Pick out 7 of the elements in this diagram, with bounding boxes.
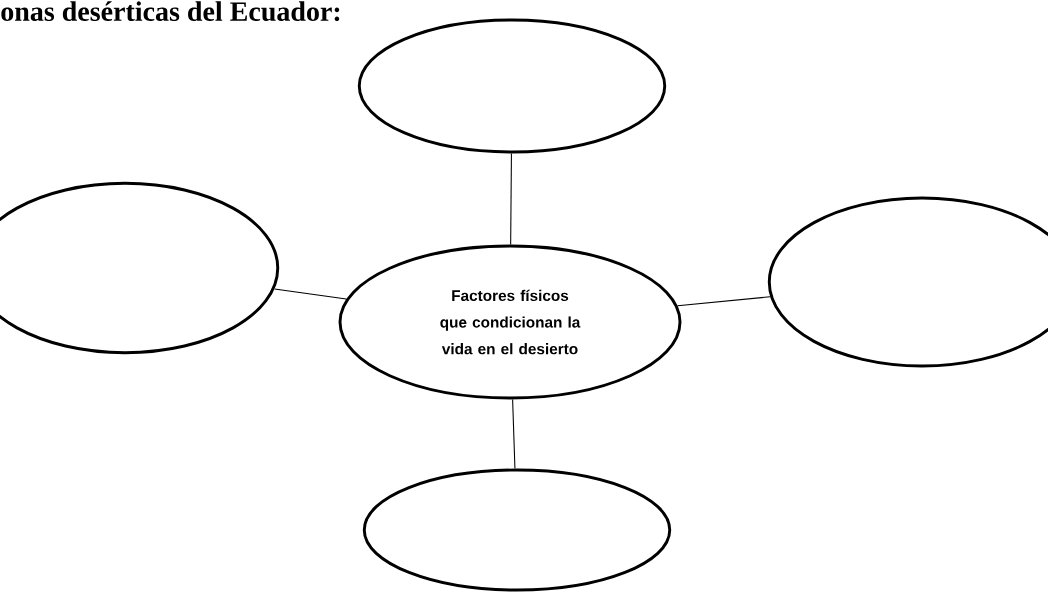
- connector-line: [677, 296, 771, 307]
- ellipse: [362, 468, 672, 592]
- heading: onas desérticas del Ecuador:: [1, 1, 340, 22]
- ellipse: [357, 18, 667, 154]
- connector-line: [510, 152, 512, 246]
- connector-line: [512, 398, 516, 470]
- connector-line: [274, 288, 347, 300]
